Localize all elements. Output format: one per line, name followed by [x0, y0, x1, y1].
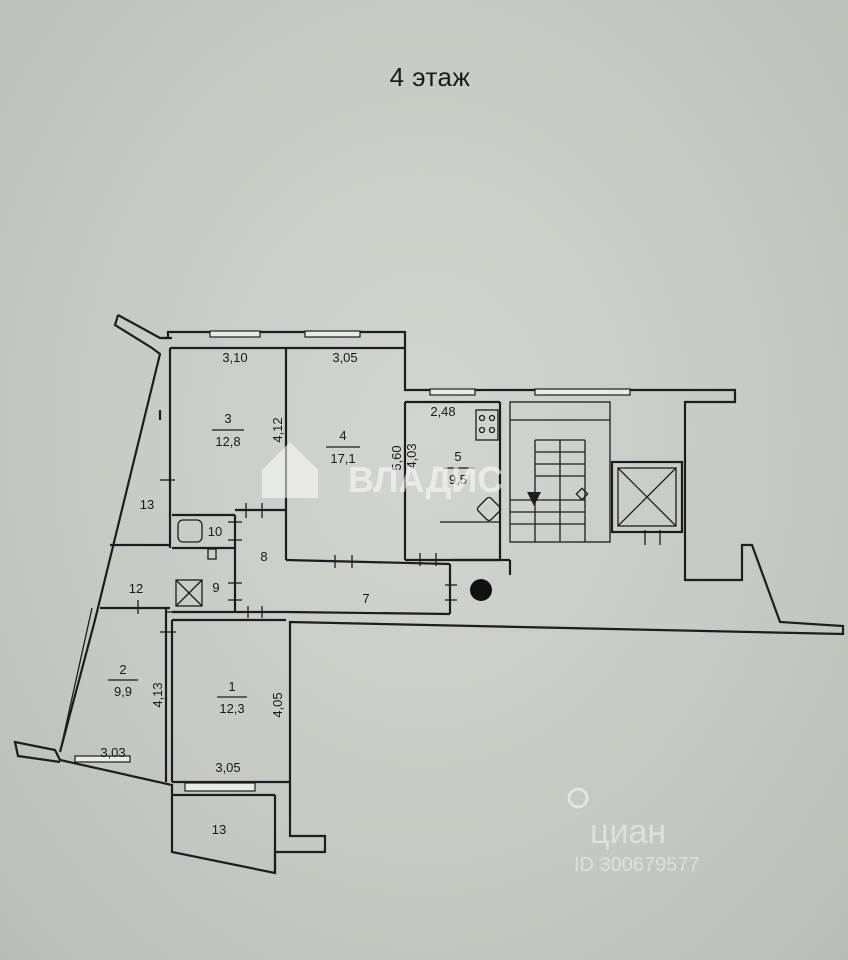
room-3-area: 12,8 [215, 434, 240, 449]
stove-icon [475, 409, 499, 441]
cian-pin-icon [567, 787, 589, 809]
room-12-number: 13 [140, 497, 154, 512]
dimension-labels: 3,10 3,05 2,48 3,03 3,05 4,12 5,60 4,03 … [100, 350, 455, 775]
room-3-number: 3 [224, 411, 231, 426]
room-4-number: 4 [339, 428, 346, 443]
dim-room3-depth: 4,12 [270, 417, 285, 442]
room-7-number: 7 [362, 591, 369, 606]
dim-kitchen-depth: 4,03 [404, 443, 419, 468]
sink-icon [476, 496, 502, 522]
outer-walls [13, 314, 845, 875]
vladis-watermark: ВЛАДИС [262, 442, 503, 500]
room-10-number: 10 [208, 524, 222, 539]
cian-watermark: циан ID 300679577 [567, 787, 700, 876]
room-13-number: 13 [212, 822, 226, 837]
windows [74, 330, 631, 792]
vladis-logo-icon [262, 442, 318, 498]
room-4-area: 17,1 [330, 451, 355, 466]
dim-room1-width: 3,05 [215, 760, 240, 775]
door-marks [137, 479, 661, 633]
vladis-watermark-text: ВЛАДИС [348, 459, 503, 500]
interior-walls [59, 346, 512, 873]
area-lines [108, 429, 475, 698]
room-1-number: 1 [228, 679, 235, 694]
fixtures [175, 409, 502, 607]
floor-title: 4 этаж [389, 62, 471, 92]
room-1-area: 12,3 [219, 701, 244, 716]
washbasin-icon [207, 548, 217, 560]
window-room4 [304, 330, 361, 338]
window-stair [534, 388, 631, 396]
dim-room2-depth: 4,13 [150, 682, 165, 707]
dim-room4-width: 3,05 [332, 350, 357, 365]
window-room3 [209, 330, 261, 338]
window-kitchen [429, 388, 476, 396]
room-labels: 3 12,8 4 17,1 5 9,5 13 10 8 9 12 7 2 9,9… [114, 411, 467, 837]
dim-room4-depth: 5,60 [389, 445, 404, 470]
dim-room2-width: 3,03 [100, 745, 125, 760]
stairwell [509, 401, 611, 543]
room-5-area: 9,5 [449, 472, 467, 487]
elevator-icon [610, 460, 684, 534]
shower-icon [175, 579, 203, 607]
window-room2 [74, 755, 131, 763]
room-11-number: 12 [129, 581, 143, 596]
garbage-chute-icon [470, 579, 492, 601]
stair-arrow-icon [527, 492, 541, 506]
room-9-number: 9 [212, 580, 219, 595]
room-2-number: 2 [119, 662, 126, 677]
room-2-area: 9,9 [114, 684, 132, 699]
room-8-number: 8 [260, 549, 267, 564]
cian-watermark-text: циан [590, 813, 666, 851]
dim-kitchen-width: 2,48 [430, 404, 455, 419]
dim-room3-width: 3,10 [222, 350, 247, 365]
toilet-icon [177, 519, 203, 543]
window-room1 [184, 782, 256, 792]
room-5-number: 5 [454, 449, 461, 464]
cian-id-text: ID 300679577 [574, 854, 700, 876]
dim-room1-depth: 4,05 [270, 692, 285, 717]
